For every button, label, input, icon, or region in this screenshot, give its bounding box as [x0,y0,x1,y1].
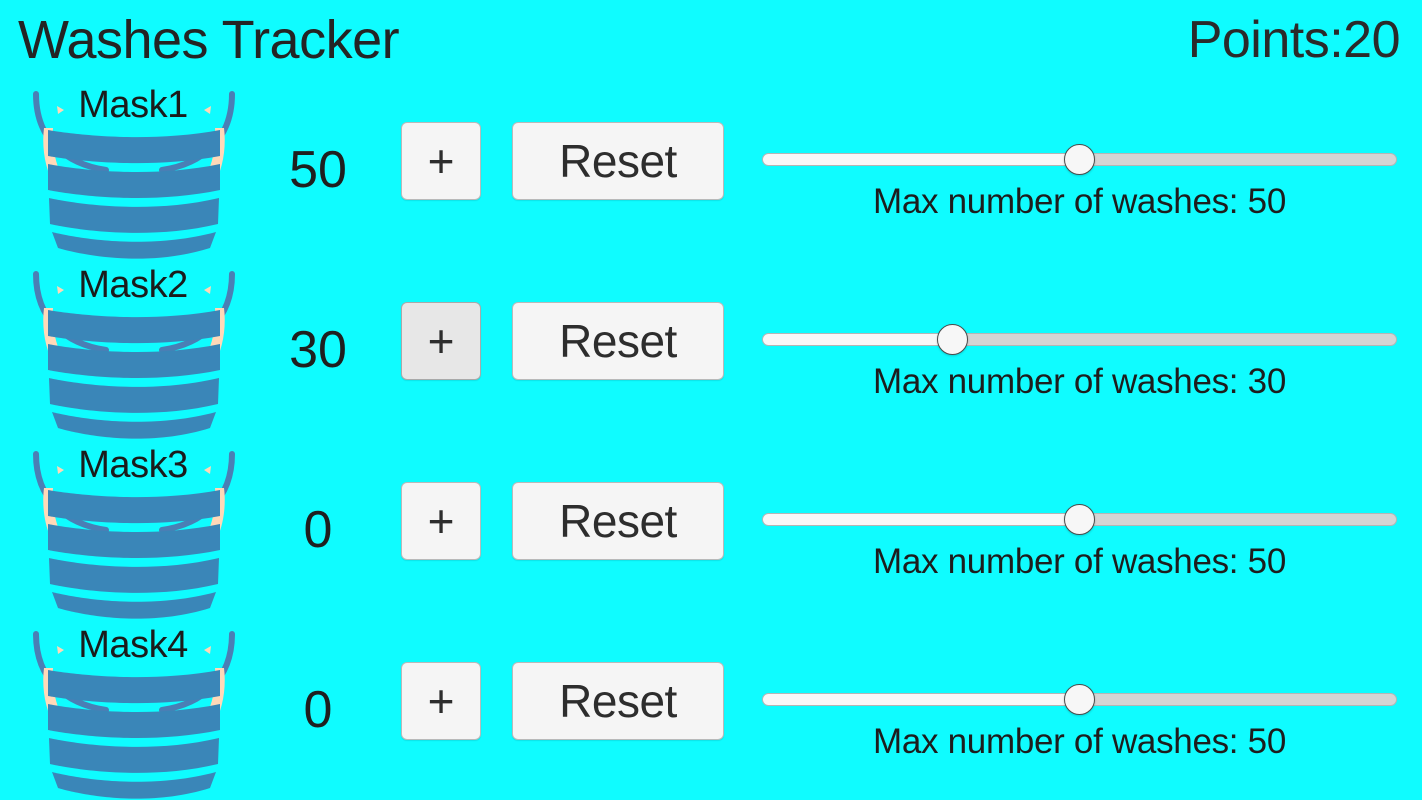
face-mask-icon [33,91,235,259]
max-washes-slider[interactable] [762,324,1397,355]
mask-row-3: Mask3 0 + Reset Max number of washes: 50 [0,440,1422,620]
increment-button[interactable]: + [401,662,481,740]
slider-thumb[interactable] [937,324,968,355]
reset-button[interactable]: Reset [512,662,724,740]
slider-track[interactable] [762,333,1397,346]
max-washes-slider-group: Max number of washes: 50 [757,620,1402,800]
reset-button[interactable]: Reset [512,122,724,200]
app-header: Washes Tracker Points:20 [0,0,1422,80]
face-mask-icon [33,451,235,619]
points-counter: Points:20 [1187,11,1401,69]
mask-icon-cell: Mask3 [8,440,258,620]
reset-button[interactable]: Reset [512,302,724,380]
slider-thumb[interactable] [1064,504,1095,535]
slider-thumb[interactable] [1064,144,1095,175]
slider-fill [763,334,953,345]
max-washes-label: Max number of washes: 50 [872,722,1286,761]
wash-count: 0 [303,501,333,559]
max-washes-label: Max number of washes: 50 [872,182,1286,221]
max-washes-slider-group: Max number of washes: 50 [757,440,1402,620]
face-mask-icon [33,271,235,439]
max-washes-slider[interactable] [762,504,1397,535]
increment-button[interactable]: + [401,302,481,380]
max-washes-slider[interactable] [762,144,1397,175]
max-washes-label: Max number of washes: 50 [872,542,1286,581]
max-washes-slider-group: Max number of washes: 50 [757,80,1402,260]
max-washes-label: Max number of washes: 30 [872,362,1286,401]
page-title: Washes Tracker [18,10,400,70]
mask-icon-cell: Mask1 [8,80,258,260]
increment-button[interactable]: + [401,482,481,560]
slider-thumb[interactable] [1064,684,1095,715]
wash-count: 50 [289,141,347,199]
slider-fill [763,694,1080,705]
slider-fill [763,514,1080,525]
max-washes-slider[interactable] [762,684,1397,715]
mask-icon-cell: Mask2 [8,260,258,440]
mask-row-1: Mask1 50 + Reset Max number of washes: 5… [0,80,1422,260]
mask-row-2: Mask2 30 + Reset Max number of washes: 3… [0,260,1422,440]
mask-icon-cell: Mask4 [8,620,258,800]
mask-list: Mask1 50 + Reset Max number of washes: 5… [0,80,1422,800]
face-mask-icon [33,631,235,799]
increment-button[interactable]: + [401,122,481,200]
wash-count: 30 [289,321,347,379]
mask-row-4: Mask4 0 + Reset Max number of washes: 50 [0,620,1422,800]
max-washes-slider-group: Max number of washes: 30 [757,260,1402,440]
reset-button[interactable]: Reset [512,482,724,560]
wash-count: 0 [303,681,333,739]
slider-fill [763,154,1080,165]
